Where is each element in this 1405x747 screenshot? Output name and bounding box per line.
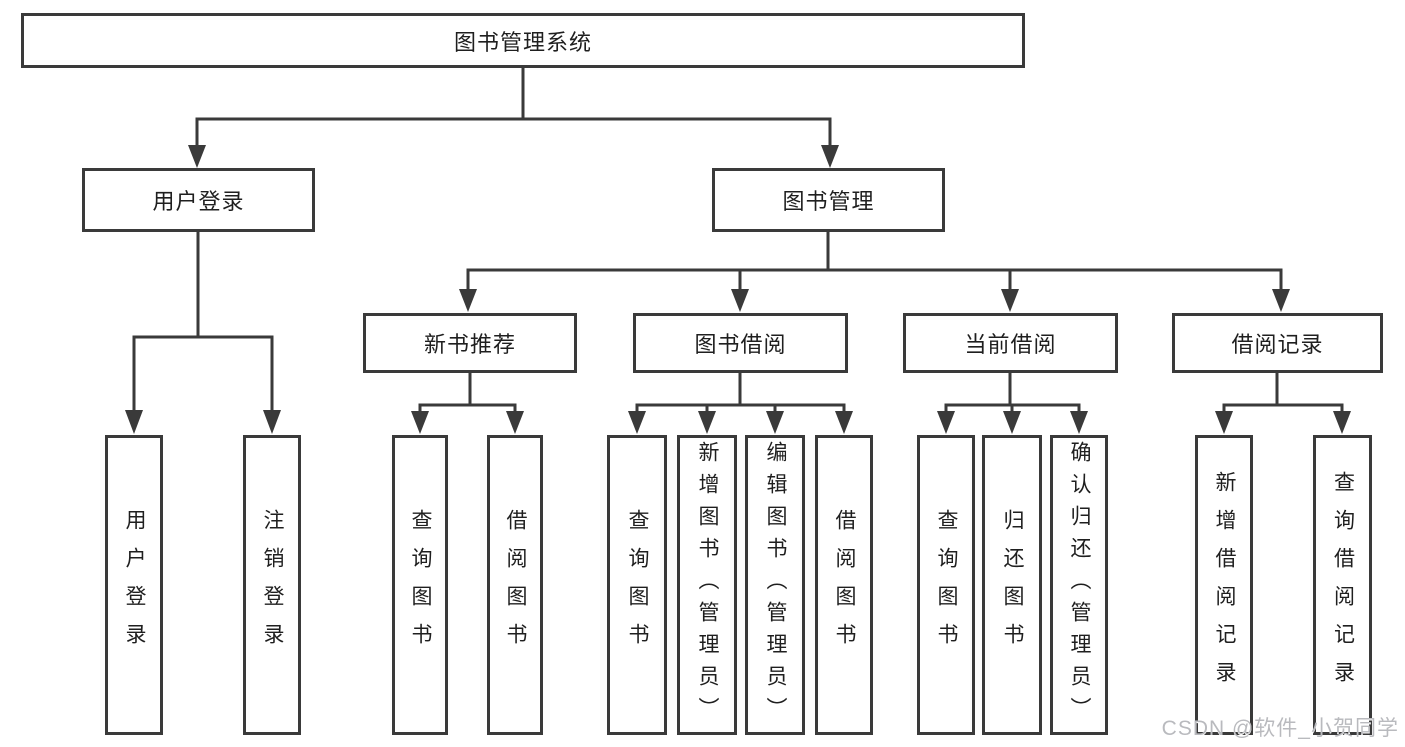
leaf-current-confirm-return-admin: 确认归还（管理员） bbox=[1050, 435, 1108, 735]
leaf-recommend-query-books: 查询图书 bbox=[392, 435, 448, 735]
leaf-borrow-add-books-admin: 新增图书（管理员） bbox=[677, 435, 737, 735]
leaf-records-add-record: 新增借阅记录 bbox=[1195, 435, 1253, 735]
node-book-management: 图书管理 bbox=[712, 168, 945, 232]
node-root-system: 图书管理系统 bbox=[21, 13, 1025, 68]
leaf-borrow-edit-books-admin: 编辑图书（管理员） bbox=[745, 435, 805, 735]
leaf-recommend-borrow-books: 借阅图书 bbox=[487, 435, 543, 735]
leaf-user-login: 用户登录 bbox=[105, 435, 163, 735]
node-new-book-recommend: 新书推荐 bbox=[363, 313, 577, 373]
arrowheads bbox=[125, 145, 1351, 434]
leaf-borrow-borrow-books: 借阅图书 bbox=[815, 435, 873, 735]
node-current-borrowing: 当前借阅 bbox=[903, 313, 1118, 373]
leaf-current-return-books: 归还图书 bbox=[982, 435, 1042, 735]
leaf-borrow-query-books: 查询图书 bbox=[607, 435, 667, 735]
leaf-logout: 注销登录 bbox=[243, 435, 301, 735]
leaf-current-query-books: 查询图书 bbox=[917, 435, 975, 735]
node-borrowing-records: 借阅记录 bbox=[1172, 313, 1383, 373]
node-book-borrowing: 图书借阅 bbox=[633, 313, 848, 373]
node-user-login: 用户登录 bbox=[82, 168, 315, 232]
csdn-watermark: CSDN @软件_小贺同学 bbox=[1161, 717, 1399, 740]
leaf-records-query-record: 查询借阅记录 bbox=[1313, 435, 1372, 735]
